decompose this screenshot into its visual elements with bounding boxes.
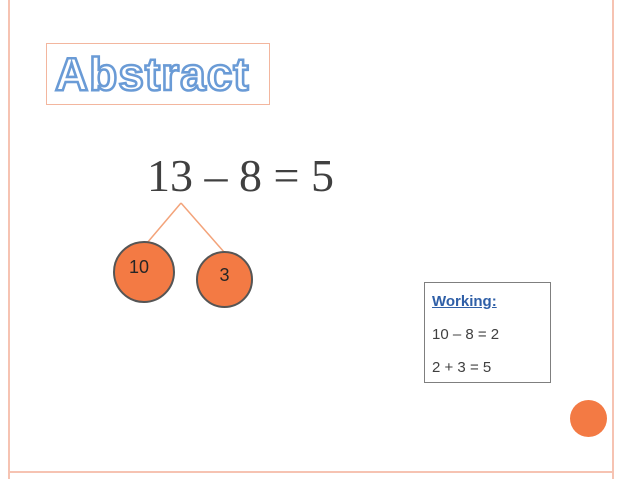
frame-right-line bbox=[612, 0, 614, 479]
working-box: Working: 10 – 8 = 2 2 + 3 = 5 bbox=[424, 282, 551, 383]
split-bubble-three: 3 bbox=[196, 251, 253, 308]
equation: 13 – 8 = 5 bbox=[147, 150, 334, 201]
split-bubble-ten: 10 bbox=[113, 241, 175, 303]
decorative-dot bbox=[570, 400, 607, 437]
working-line-1: 10 – 8 = 2 bbox=[432, 326, 500, 343]
working-line-2: 2 + 3 = 5 bbox=[432, 359, 492, 376]
split-line-right bbox=[180, 202, 225, 253]
split-bubble-three-label: 3 bbox=[219, 265, 230, 285]
working-heading: Working: bbox=[432, 293, 497, 310]
split-bubble-ten-label: 10 bbox=[128, 256, 150, 277]
slide-title: Abstract bbox=[54, 47, 250, 102]
frame-left-line bbox=[8, 0, 10, 479]
split-line-left bbox=[146, 202, 182, 244]
frame-bottom-line bbox=[8, 471, 614, 473]
title-box: Abstract bbox=[46, 43, 270, 105]
